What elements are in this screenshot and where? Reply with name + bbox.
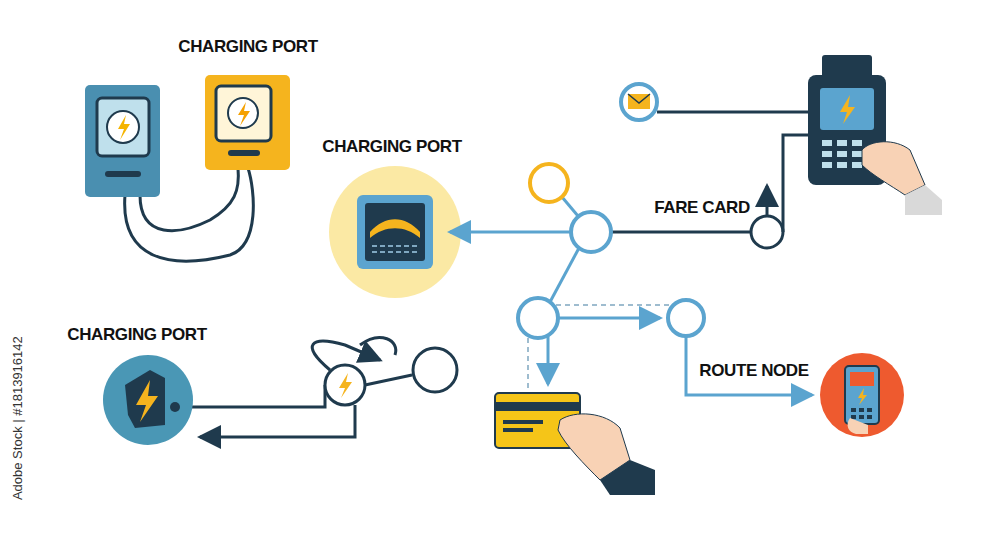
section-label: CHARGING PORT	[67, 326, 206, 345]
section-label: CHARGING PORT	[178, 38, 317, 57]
section-label: ROUTE NODE	[699, 362, 808, 381]
line-label: FARE CARD	[654, 199, 750, 218]
section-label: CHARGING PORT	[322, 138, 461, 157]
watermark: Adobe Stock | #1813916142	[11, 336, 25, 500]
